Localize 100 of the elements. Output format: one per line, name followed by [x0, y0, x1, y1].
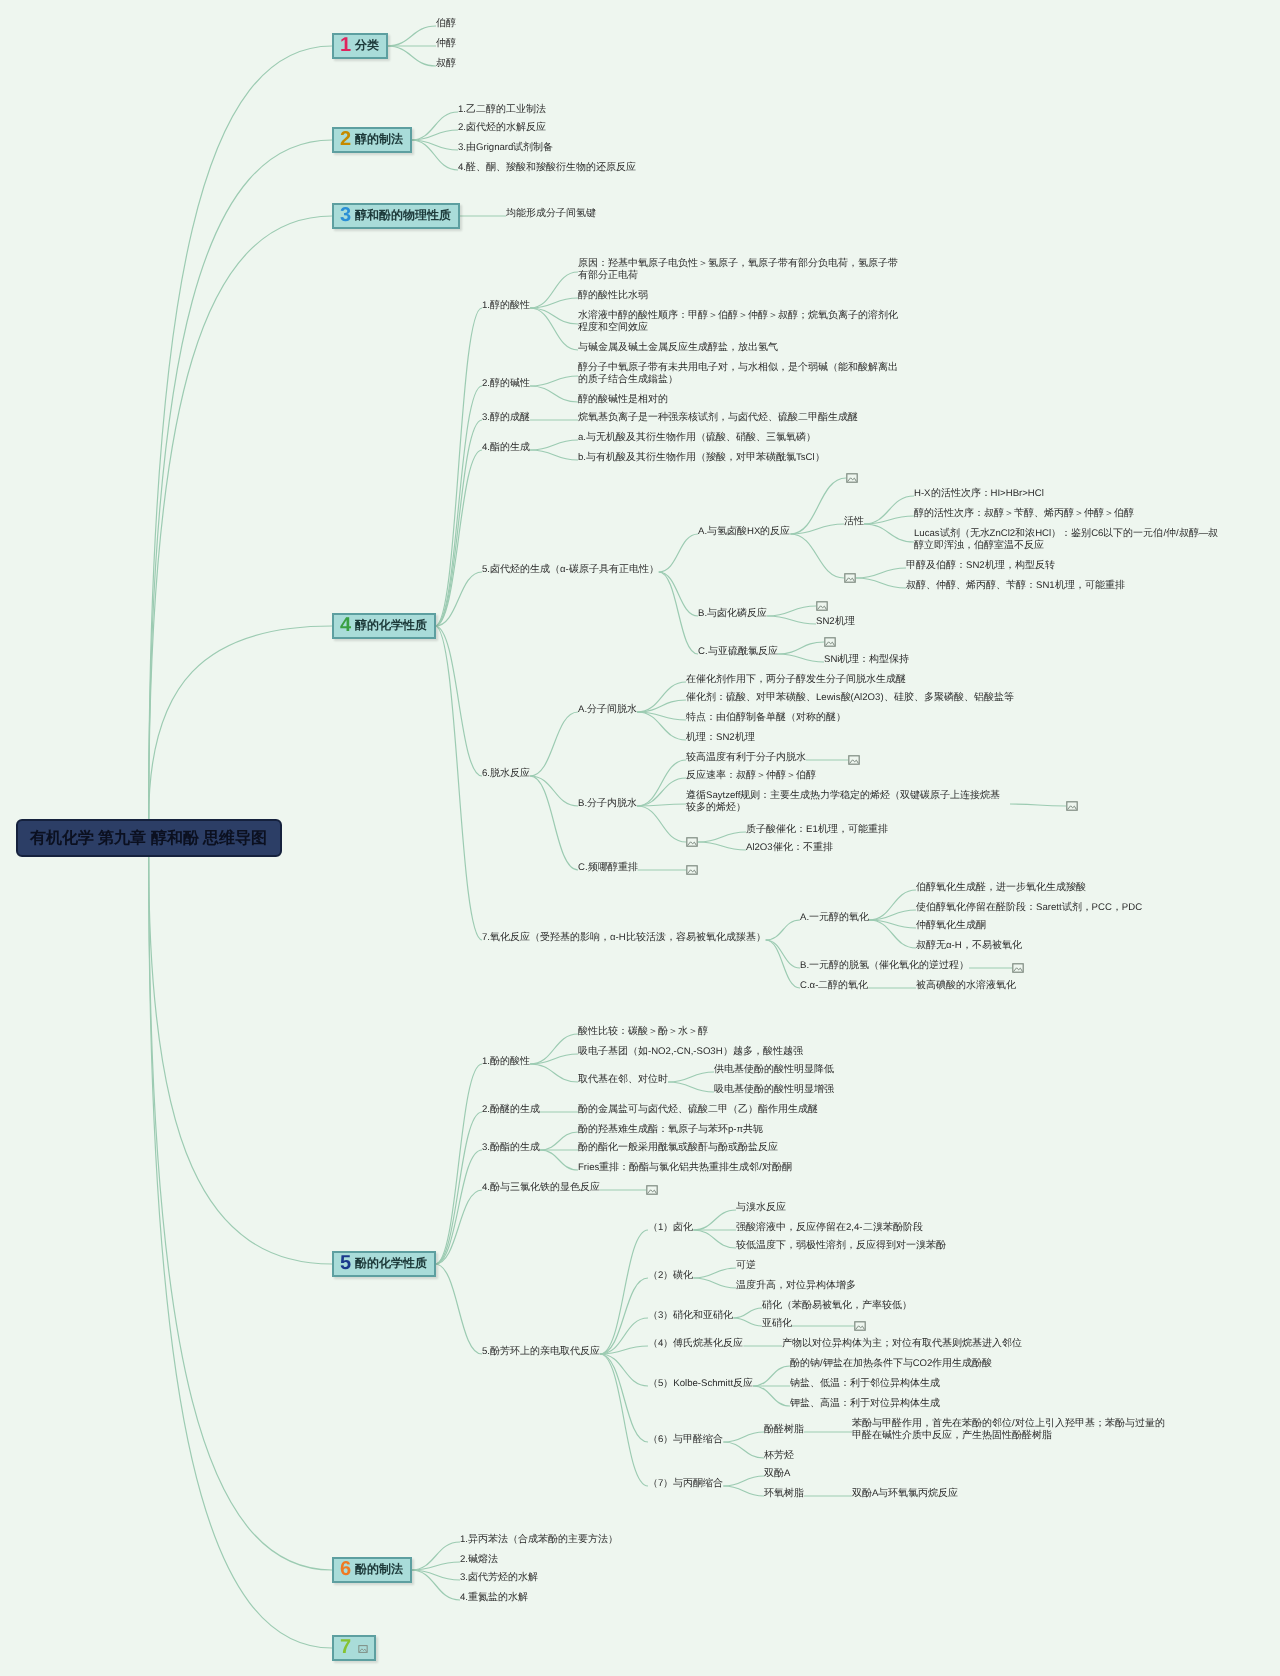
topic-number: 7 — [340, 1637, 352, 1659]
connector-line — [752, 1385, 791, 1407]
connector-line — [667, 1081, 715, 1093]
connector-line — [863, 523, 915, 543]
connector-line — [410, 1569, 461, 1601]
connector-line — [636, 805, 687, 843]
connector-line — [599, 1345, 649, 1355]
topic-number: 2 — [340, 129, 352, 151]
connector-line — [867, 987, 917, 989]
connector-line — [529, 1053, 579, 1065]
topic-number: 6 — [340, 1559, 352, 1581]
connector-line — [805, 759, 849, 761]
connector-line — [692, 1277, 737, 1289]
connector-line — [148, 625, 333, 820]
connector-line — [722, 1441, 765, 1459]
topic-number: 1 — [340, 35, 352, 57]
connector-line — [855, 577, 907, 589]
main-topic-box — [332, 613, 436, 639]
connector-line — [599, 1277, 649, 1355]
connector-line — [658, 571, 699, 617]
connector-line — [529, 307, 579, 351]
connector-line — [765, 939, 801, 989]
connector-line — [732, 1307, 763, 1319]
connector-line — [386, 45, 437, 67]
connector-line — [410, 139, 459, 171]
connector-line — [667, 1071, 715, 1083]
connector-line — [434, 625, 483, 941]
connector-line — [791, 1325, 855, 1327]
connector-line — [692, 1229, 737, 1249]
topic-number: 3 — [340, 205, 352, 227]
main-topic-box — [332, 33, 388, 59]
connector-line — [732, 1317, 763, 1327]
connector-line — [434, 571, 483, 627]
connector-line — [539, 1111, 579, 1113]
connector-line — [697, 831, 747, 843]
image-placeholder-icon — [824, 637, 836, 647]
connector-line — [410, 1569, 461, 1581]
main-topic-box — [332, 127, 412, 153]
connector-line — [529, 449, 579, 461]
connector-line — [529, 711, 579, 777]
connector-line — [529, 419, 579, 421]
connector-line — [765, 919, 801, 941]
connector-line — [637, 869, 687, 871]
central-topic: 有机化学 第九章 醇和酚 思维导图 — [16, 819, 282, 857]
connector-line — [697, 841, 747, 851]
connector-line — [692, 1267, 737, 1279]
connector-line — [599, 1189, 647, 1191]
connector-line — [599, 1229, 649, 1355]
connector-line — [386, 45, 437, 47]
connector-line — [765, 939, 801, 969]
connector-line — [789, 533, 845, 579]
connector-line — [636, 711, 687, 721]
image-placeholder-icon — [646, 1185, 658, 1195]
image-placeholder-icon — [816, 601, 828, 611]
connector-line — [636, 803, 687, 807]
main-topic-box — [332, 1635, 376, 1661]
connector-line — [539, 1149, 579, 1151]
connector-line — [410, 1561, 461, 1571]
connector-line — [529, 375, 579, 387]
main-topic-box — [332, 1251, 436, 1277]
connector-line — [458, 215, 507, 217]
connector-line — [434, 1063, 483, 1265]
connector-line — [410, 129, 459, 141]
image-placeholder-icon — [1066, 801, 1078, 811]
topic-number: 4 — [340, 615, 352, 637]
connector-line — [599, 1353, 649, 1443]
connector-line — [868, 909, 917, 921]
connector-line — [803, 1431, 853, 1433]
connector-line — [863, 515, 915, 525]
image-placeholder-icon — [686, 837, 698, 847]
connector-line — [434, 625, 483, 777]
connector-line — [636, 699, 687, 713]
connector-line — [539, 1149, 579, 1171]
connector-line — [777, 641, 825, 655]
main-topic-box — [332, 1557, 412, 1583]
connector-line — [658, 533, 699, 573]
connector-line — [1009, 803, 1067, 807]
connector-line — [636, 711, 687, 741]
connector-line — [529, 385, 579, 403]
connector-line — [868, 919, 917, 929]
connector-line — [529, 439, 579, 451]
connector-line — [803, 1495, 853, 1497]
image-placeholder-icon — [844, 573, 856, 583]
connector-line — [855, 567, 907, 579]
connector-line — [722, 1475, 765, 1487]
connector-line — [529, 775, 579, 871]
connector-line — [766, 615, 817, 625]
connector-line — [434, 1263, 483, 1355]
connector-line — [434, 1111, 483, 1265]
connector-line — [636, 759, 687, 807]
connector-line — [599, 1353, 649, 1487]
main-topic-box — [332, 203, 460, 229]
connector-line — [529, 297, 579, 309]
connector-line — [722, 1431, 765, 1443]
image-placeholder-icon — [848, 755, 860, 765]
connector-line — [968, 967, 1013, 969]
connector-line — [599, 1353, 649, 1387]
connector-line — [529, 1063, 579, 1083]
connector-line — [434, 307, 483, 627]
image-placeholder-icon — [846, 473, 858, 483]
